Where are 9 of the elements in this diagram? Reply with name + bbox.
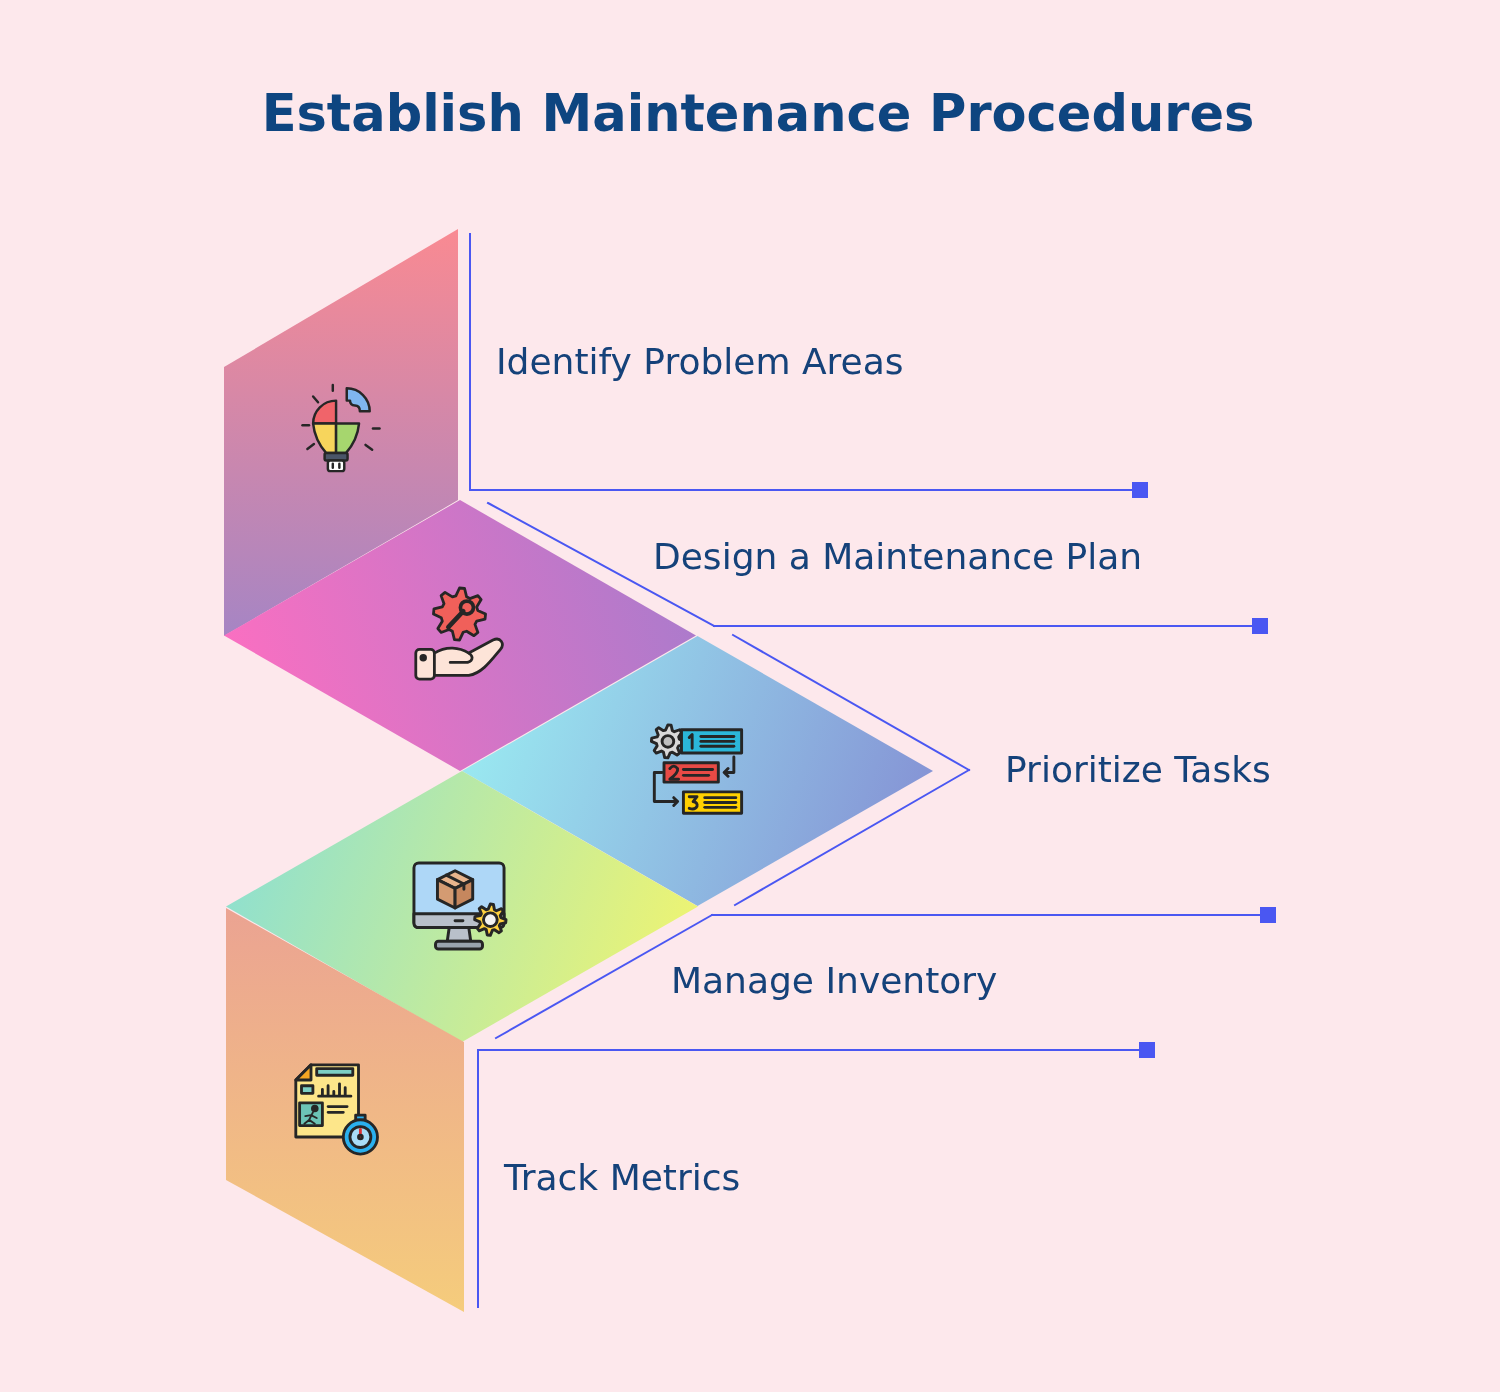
parallelogram-panel	[224, 229, 458, 636]
step-label: Identify Problem Areas	[496, 340, 904, 384]
step-label: Design a Maintenance Plan	[653, 535, 1143, 579]
diamond-panel	[462, 636, 933, 906]
step-label: Prioritize Tasks	[1005, 748, 1271, 792]
diagram-title: Establish Maintenance Procedures	[261, 83, 1255, 145]
step-label: Manage Inventory	[671, 959, 998, 1003]
parallelogram-panel	[226, 908, 464, 1312]
step-label: Track Metrics	[504, 1156, 741, 1200]
